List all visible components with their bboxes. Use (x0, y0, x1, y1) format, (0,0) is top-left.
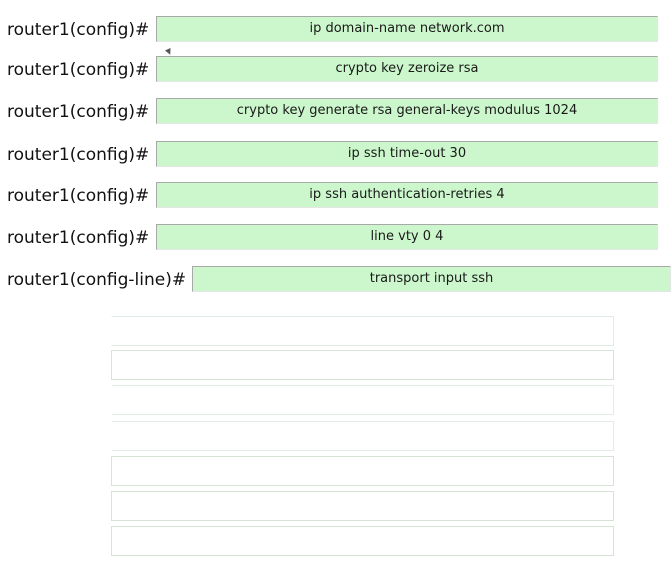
mouse-cursor-icon (165, 48, 173, 56)
empty-option-slot[interactable] (111, 491, 614, 521)
command-row: router1(config)# crypto key zeroize rsa (0, 56, 660, 84)
prompt-label: router1(config)# (7, 60, 150, 80)
command-drop-target[interactable]: ip ssh time-out 30 (156, 141, 658, 167)
command-drop-target[interactable]: line vty 0 4 (156, 224, 658, 250)
prompt-label: router1(config)# (7, 102, 150, 122)
prompt-label: router1(config)# (7, 228, 150, 248)
prompt-label: router1(config)# (7, 20, 150, 40)
empty-option-slot[interactable] (111, 421, 614, 451)
empty-option-slot[interactable] (111, 316, 614, 346)
prompt-label: router1(config)# (7, 145, 150, 165)
command-row: router1(config)# ip ssh time-out 30 (0, 141, 660, 169)
prompt-label: router1(config)# (7, 186, 150, 206)
command-drop-target[interactable]: crypto key zeroize rsa (156, 56, 658, 82)
command-row: router1(config)# ip domain-name network.… (0, 16, 660, 44)
empty-option-slot[interactable] (111, 526, 614, 556)
command-drop-target[interactable]: ip ssh authentication-retries 4 (156, 182, 658, 208)
empty-option-slot[interactable] (111, 456, 614, 486)
empty-option-slot[interactable] (111, 350, 614, 380)
prompt-label: router1(config-line)# (7, 270, 187, 290)
command-row: router1(config)# crypto key generate rsa… (0, 98, 660, 126)
command-row: router1(config)# ip ssh authentication-r… (0, 182, 660, 210)
command-row: router1(config)# line vty 0 4 (0, 224, 660, 252)
command-drop-target[interactable]: ip domain-name network.com (156, 16, 658, 42)
command-drop-target[interactable]: transport input ssh (192, 266, 671, 292)
command-row: router1(config-line)# transport input ss… (0, 266, 672, 294)
command-drop-target[interactable]: crypto key generate rsa general-keys mod… (156, 98, 658, 124)
empty-option-slot[interactable] (111, 385, 614, 415)
